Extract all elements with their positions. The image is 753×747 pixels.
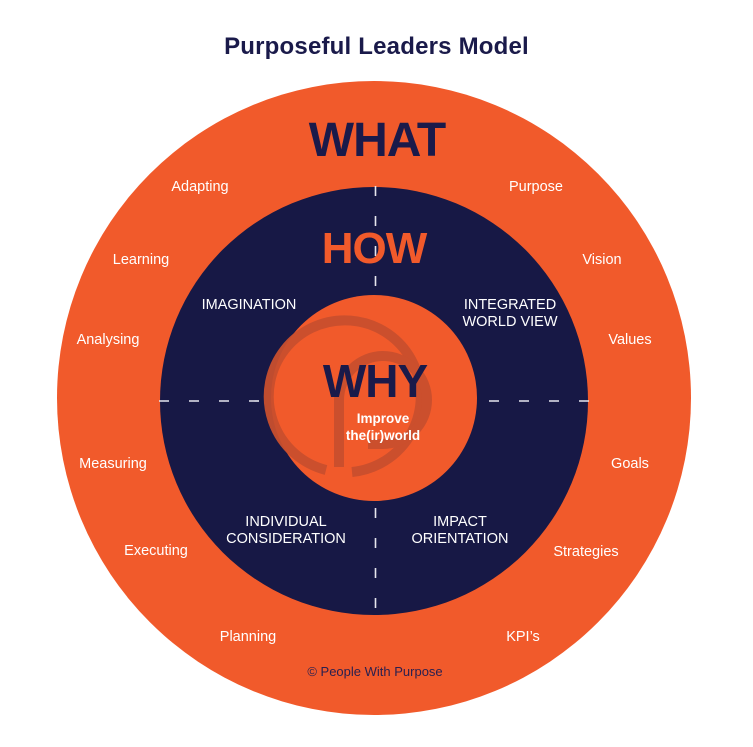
how-quadrant-imagination: IMAGINATION — [201, 297, 297, 313]
quadrant-line: INTEGRATED — [463, 297, 557, 313]
quadrant-dividers — [159, 186, 591, 618]
what-item-planning: Planning — [219, 629, 277, 645]
copyright-notice: © People With Purpose — [307, 664, 443, 679]
what-item-vision: Vision — [582, 252, 622, 268]
why-tagline: Improve the(ir)world — [346, 410, 420, 444]
quadrant-line: ORIENTATION — [411, 531, 509, 547]
quadrant-line: CONSIDERATION — [226, 531, 346, 547]
p-logo-icon — [263, 315, 432, 477]
what-item-executing: Executing — [124, 543, 188, 559]
tagline-line: Improve — [356, 411, 410, 426]
how-quadrant-impact-orientation: IMPACT ORIENTATION — [412, 514, 509, 548]
what-item-adapting: Adapting — [171, 179, 229, 195]
what-item-analysing: Analysing — [76, 332, 140, 348]
what-item-kpis: KPI’s — [506, 629, 540, 645]
what-heading: WHAT — [308, 114, 446, 167]
how-quadrant-individual-consideration: INDIVIDUAL CONSIDERATION — [226, 514, 346, 548]
quadrant-line: INDIVIDUAL — [245, 514, 327, 530]
what-item-measuring: Measuring — [79, 456, 147, 472]
why-core — [271, 295, 477, 501]
why-heading: WHY — [322, 355, 428, 407]
what-item-strategies: Strategies — [553, 544, 619, 560]
what-item-learning: Learning — [112, 252, 170, 268]
quadrant-line: IMPACT — [433, 514, 487, 530]
diagram-title: Purposeful Leaders Model — [224, 33, 529, 60]
what-item-purpose: Purpose — [508, 179, 564, 195]
tagline-line: the(ir)world — [345, 428, 421, 443]
quadrant-line: WORLD VIEW — [462, 314, 558, 330]
how-quadrant-integrated-world-view: INTEGRATED WORLD VIEW — [462, 297, 557, 331]
how-heading: HOW — [321, 224, 428, 273]
what-item-values: Values — [608, 332, 652, 348]
what-item-goals: Goals — [611, 456, 649, 472]
